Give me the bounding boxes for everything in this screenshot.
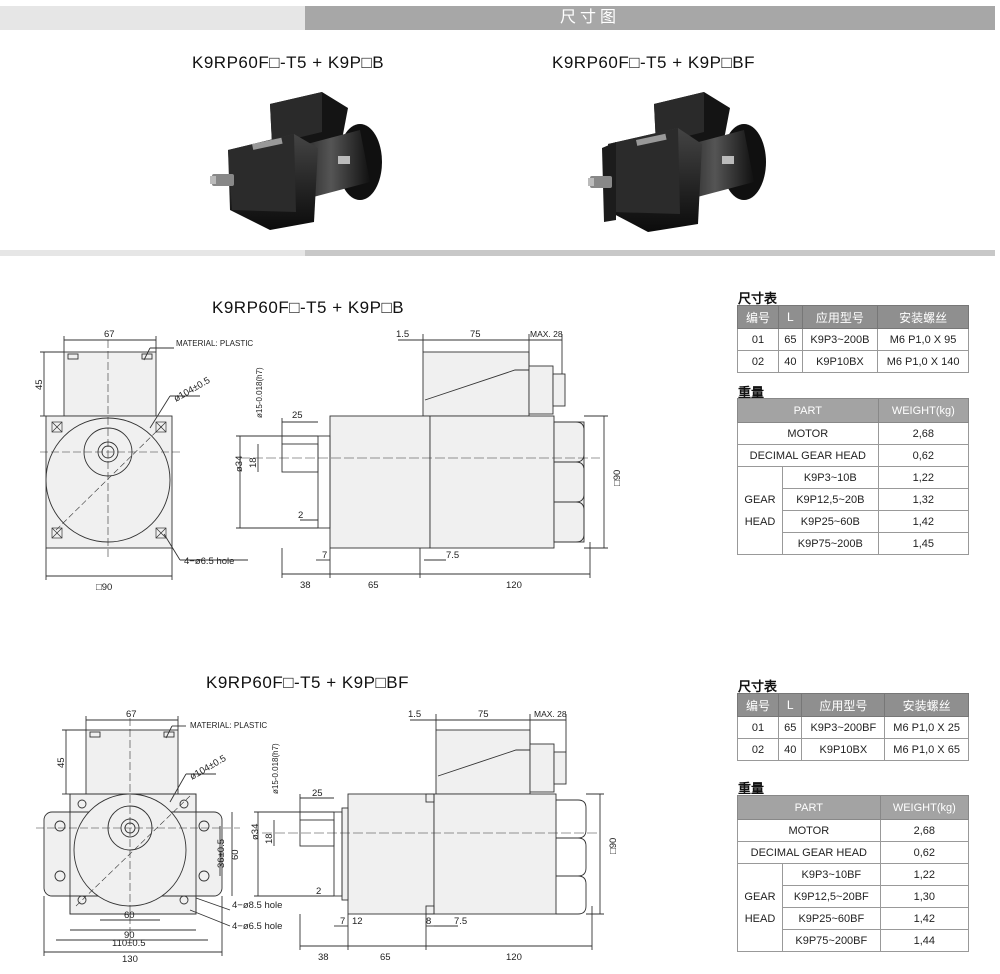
dim-12: 12: [352, 916, 363, 927]
dim-120: 120: [506, 952, 522, 963]
dim-2: 2: [298, 510, 303, 521]
dim-sq90-side: □90: [612, 470, 623, 486]
col-header: 应用型号: [801, 693, 886, 717]
dim-65: 65: [368, 580, 379, 590]
dim-60: 60: [124, 910, 135, 921]
col-header: 编号: [736, 305, 780, 329]
table-row: 01 65 K9P3~200BF M6 P1,0 X 25: [737, 716, 969, 739]
dim-110: 110±0.5: [112, 938, 146, 949]
dim-max28: MAX. 28: [530, 329, 563, 339]
table-row: K9P25~60B 1,42: [738, 510, 970, 533]
section2-weight-table-title: 重量: [738, 781, 765, 796]
header-bar: 尺寸图: [0, 6, 995, 30]
dim-38: 38: [318, 952, 329, 963]
dim-1-5: 1.5: [408, 709, 421, 720]
dim-shaft: ø15-0.018(h7): [255, 367, 264, 418]
section1-size-table-title: 尺寸表: [738, 291, 778, 306]
separator-bar: [0, 250, 995, 256]
col-header: 应用型号: [801, 305, 879, 329]
dim-45: 45: [56, 757, 67, 768]
col-header: 编号: [737, 693, 779, 717]
dim-18: 18: [248, 457, 259, 468]
dim-hole85: 4−ø8.5 hole: [232, 900, 282, 911]
dim-67: 67: [126, 709, 137, 720]
drawing-bf: 67 45 MATERIAL: PLASTIC ø104±0.5 4−ø8.5 …: [36, 709, 619, 965]
dim-130: 130: [122, 954, 138, 965]
table-row: 02 40 K9P10BX M6 P1,0 X 140: [736, 350, 969, 373]
dim-38: 38: [300, 580, 311, 590]
dim-67: 67: [104, 329, 115, 340]
dim-dia104: ø104±0.5: [172, 375, 212, 405]
col-header: 安装螺丝: [877, 305, 969, 329]
dim-36: 36±0.5: [216, 839, 227, 868]
section2-title: K9RP60F□-T5 + K9P□BF: [206, 673, 409, 692]
dim-7-5: 7.5: [446, 550, 459, 561]
dim-sq90-side: □90: [608, 838, 619, 854]
section1-weight-table-title: 重量: [738, 385, 765, 400]
dim-max28: MAX. 28: [534, 709, 567, 719]
dim-75: 75: [470, 329, 481, 340]
dim-2: 2: [316, 886, 321, 897]
dim-7: 7: [322, 550, 327, 561]
table-row: GEAR HEAD K9P3~10BF 1,22: [737, 863, 970, 952]
table-row: 02 40 K9P10BX M6 P1,0 X 65: [737, 738, 969, 761]
section2-size-table: 编号 L 应用型号 安装螺丝 01 65 K9P3~200BF M6 P1,0 …: [737, 693, 969, 761]
motor-photo-b: [210, 92, 382, 230]
section1-weight-table: PART WEIGHT(kg) MOTOR 2,68 DECIMAL GEAR …: [737, 398, 970, 555]
table-row: K9P25~60BF 1,42: [738, 907, 970, 930]
dim-material: MATERIAL: PLASTIC: [176, 339, 253, 348]
dim-material: MATERIAL: PLASTIC: [190, 721, 267, 730]
table-row: K9P75~200BF 1,44: [738, 929, 970, 952]
dim-hole65: 4−ø6.5 hole: [232, 921, 282, 932]
top-left-model-title: K9RP60F□-T5 + K9P□B: [192, 53, 385, 72]
section2-size-table-title: 尺寸表: [738, 679, 778, 694]
drawing-b: 67 45 MATERIAL: PLASTIC ø104±0.5 4−ø6.5 …: [34, 329, 623, 590]
header-title: 尺寸图: [305, 6, 995, 30]
dim-8: 8: [426, 916, 431, 927]
table-row: K9P12,5~20B 1,32: [738, 488, 970, 511]
dim-shaft: ø15-0.018(h7): [271, 743, 280, 794]
dim-65: 65: [380, 952, 391, 963]
dim-18: 18: [264, 833, 275, 844]
dim-75: 75: [478, 709, 489, 720]
dim-90: 90: [124, 930, 135, 941]
col-header: L: [777, 693, 803, 717]
table-row: DECIMAL GEAR HEAD 0,62: [737, 444, 970, 467]
section1-size-table: 编号 L 应用型号 安装螺丝 01 65 K9P3~200B M6 P1,0 X…: [736, 305, 969, 373]
table-row: DECIMAL GEAR HEAD 0,62: [737, 841, 970, 864]
col-header: 安装螺丝: [884, 693, 969, 717]
dim-7-5: 7.5: [454, 916, 467, 927]
header-bar-light: [0, 6, 305, 30]
dim-45: 45: [34, 379, 45, 390]
dim-25: 25: [292, 410, 303, 421]
table-row: MOTOR 2,68: [737, 422, 970, 445]
top-right-model-title: K9RP60F□-T5 + K9P□BF: [552, 53, 755, 72]
dim-hole: 4−ø6.5 hole: [184, 556, 234, 567]
table-row: GEAR HEAD K9P3~10B 1,22: [737, 466, 970, 555]
dim-60v: 60: [230, 849, 241, 860]
col-header: L: [778, 305, 803, 329]
dim-7: 7: [340, 916, 345, 927]
dim-sq90: □90: [96, 582, 112, 590]
dim-34: ø34: [250, 824, 261, 840]
table-row: 01 65 K9P3~200B M6 P1,0 X 95: [736, 328, 969, 351]
dim-dia104: ø104±0.5: [188, 753, 228, 783]
dim-1-5: 1.5: [396, 329, 409, 340]
dim-25: 25: [312, 788, 323, 799]
section1-title: K9RP60F□-T5 + K9P□B: [212, 298, 405, 317]
table-row: K9P75~200B 1,45: [738, 532, 970, 555]
table-row: MOTOR 2,68: [737, 819, 970, 842]
section2-weight-table: PART WEIGHT(kg) MOTOR 2,68 DECIMAL GEAR …: [737, 795, 970, 952]
motor-photo-bf: [588, 92, 766, 232]
dim-120: 120: [506, 580, 522, 590]
dim-34: ø34: [234, 456, 245, 472]
